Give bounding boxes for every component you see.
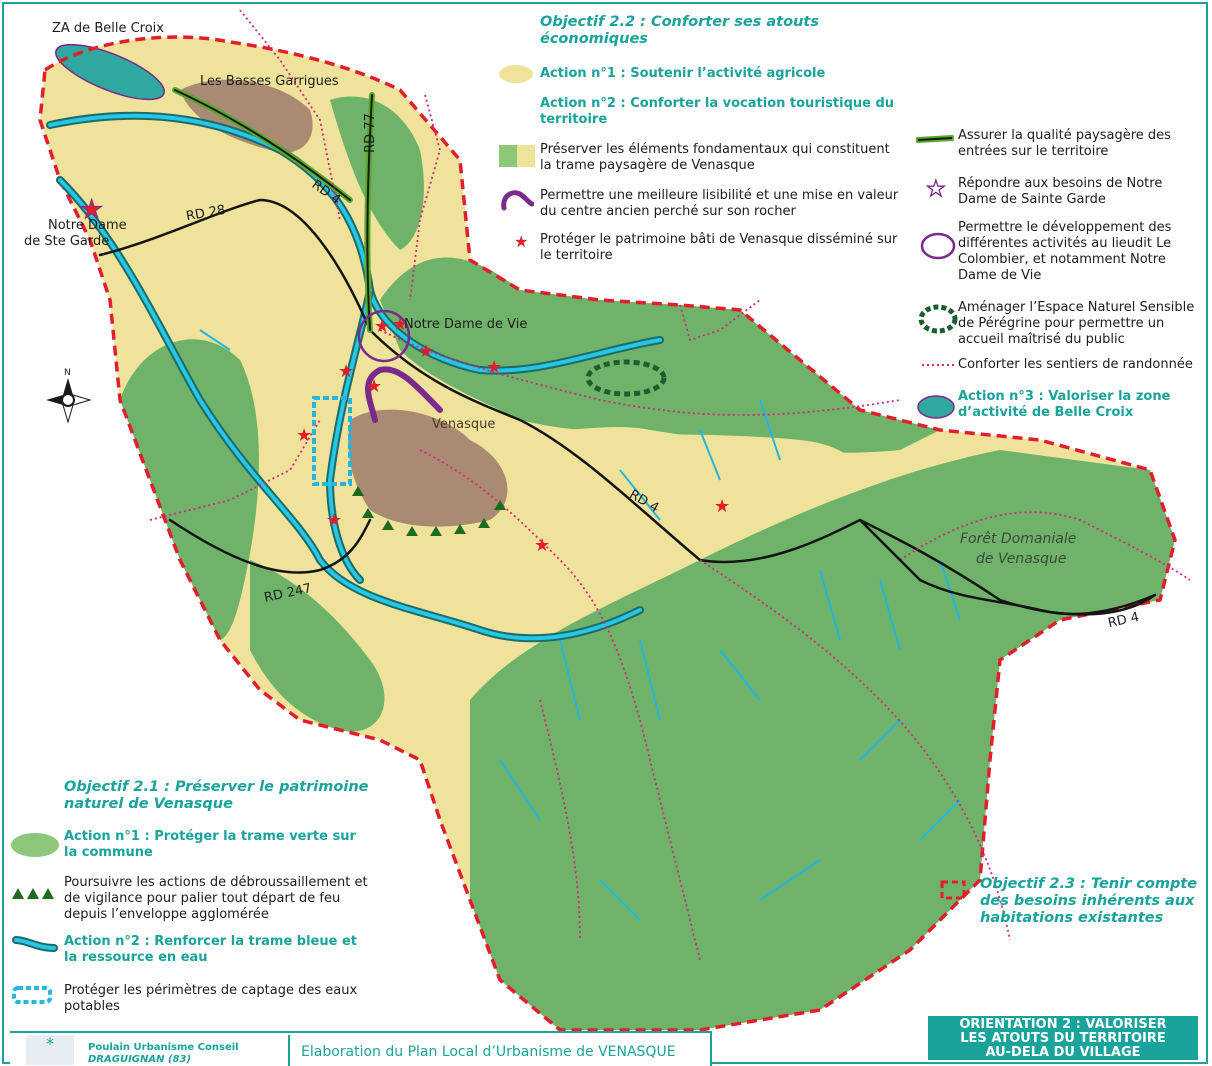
entry-lines	[172, 87, 375, 333]
brown-area-village	[348, 409, 508, 527]
objective-2-1-action2: Action n°2 : Renforcer la trame bleue et…	[64, 934, 357, 965]
hiking-trails	[149, 9, 1191, 961]
yellow-band-east	[520, 420, 855, 568]
green-area-west	[120, 339, 259, 640]
teal-ellipse-icon	[917, 395, 955, 419]
label-foret-2: de Venasque	[976, 551, 1067, 567]
legend-centre-ancien: Permettre une meilleure lisibilité et un…	[540, 188, 899, 219]
legend-trame-paysagere: Préserver les éléments fondamentaux qui …	[540, 142, 890, 173]
water-courses	[199, 329, 961, 921]
footer-separator	[288, 1035, 290, 1066]
red-dashed-square-icon	[940, 880, 966, 900]
legend-patrimoine-bati: Protéger le patrimoine bâti de Venasque …	[540, 232, 898, 263]
green-area-north	[380, 257, 940, 453]
company-name: Poulain Urbanisme Conseil	[88, 1042, 239, 1053]
compass-rose-icon	[46, 378, 92, 424]
dashed-blue-rect-icon	[12, 986, 52, 1004]
label-venasque: Venasque	[432, 417, 496, 432]
label-nd-garde-1: Notre Dame	[48, 218, 127, 233]
notre-dame-de-vie-circle	[357, 309, 411, 363]
legend-captage: Protéger les périmètres de captage des e…	[64, 983, 358, 1014]
heritage-stars: ★★ ★★ ★★ ★★ ★★	[296, 314, 730, 556]
company-location: DRAGUIGNAN (83)	[88, 1054, 192, 1065]
village-centre-hook	[365, 366, 443, 423]
objective-2-1-action1: Action n°1 : Protéger la trame verte sur…	[64, 829, 356, 860]
fire-prevention-triangles	[352, 486, 506, 536]
blue-corridor-icon	[12, 936, 58, 952]
fire-triangles-icon	[12, 888, 54, 899]
red-star-icon: ★	[514, 232, 528, 250]
svg-text:★: ★	[514, 232, 528, 250]
green-area-mid	[250, 560, 385, 732]
svg-text:★: ★	[486, 357, 502, 378]
label-basses-garrigues: Les Basses Garrigues	[200, 74, 339, 89]
objective-2-3-title: Objectif 2.3 : Tenir compte des besoins …	[980, 876, 1198, 926]
svg-text:*: *	[46, 1035, 54, 1053]
objective-2-2-action2: Action n°2 : Conforter la vocation touri…	[540, 96, 895, 127]
forest-boundary	[859, 519, 1156, 616]
svg-text:★: ★	[714, 496, 730, 517]
label-rd77: RD 77	[362, 113, 378, 153]
objective-2-2-action1: Action n°1 : Soutenir l’activité agricol…	[540, 66, 826, 81]
legend-debroussaillement: Poursuivre les actions de débroussaillem…	[64, 875, 368, 922]
green-line-icon	[916, 135, 954, 143]
credit-footer: * Poulain Urbanisme Conseil DRAGUIGNAN (…	[10, 1031, 712, 1066]
plu-title: Elaboration du Plan Local d’Urbanisme de…	[301, 1044, 676, 1060]
green-area-north-strip	[330, 96, 424, 250]
svg-text:★: ★	[374, 316, 390, 337]
svg-text:★: ★	[338, 361, 354, 382]
right-legend-action3: Action n°3 : Valoriser la zone d’activit…	[958, 389, 1171, 420]
orientation-box: ORIENTATION 2 : VALORISER LES ATOUTS DU …	[928, 1016, 1198, 1060]
peregrine-ens-zone	[585, 359, 667, 397]
svg-text:★: ★	[534, 535, 550, 556]
legend-entrees: Assurer la qualité paysagère des entrées…	[958, 128, 1171, 159]
brown-area-garrigues	[180, 79, 313, 153]
notre-dame-ste-garde-star: ★	[80, 195, 103, 225]
yellow-area-icon	[499, 65, 533, 83]
green-yellow-square-icon	[499, 145, 535, 167]
legend-peregrine: Aménager l’Espace Naturel Sensible de Pé…	[958, 300, 1195, 347]
purple-hook-icon	[501, 190, 534, 211]
green-area-south	[470, 450, 1175, 1030]
outline-star-icon: ★	[926, 176, 946, 200]
belle-croix-zone	[55, 43, 165, 101]
commune-border	[38, 35, 1177, 1032]
legend-sainte-garde: Répondre aux besoins de Notre Dame de Sa…	[958, 176, 1163, 207]
circle-outline-icon	[920, 232, 956, 260]
objective-2-1-title: Objectif 2.1 : Préserver le patrimoine n…	[64, 779, 369, 812]
label-foret-1: Forêt Domaniale	[960, 531, 1077, 547]
legend-sentiers: Conforter les sentiers de randonnée	[958, 357, 1193, 372]
svg-text:★: ★	[296, 425, 312, 446]
dotted-pink-line-icon	[922, 364, 954, 366]
svg-text:★: ★	[926, 177, 946, 200]
company-logo-icon: *	[26, 1035, 74, 1065]
legend-colombier: Permettre le développement des différent…	[958, 220, 1172, 283]
label-compass-n: N	[64, 368, 71, 378]
svg-text:★: ★	[418, 341, 434, 362]
green-area-icon	[11, 833, 59, 857]
label-za-belle-croix: ZA de Belle Croix	[52, 21, 164, 36]
dashed-green-ellipse-icon	[918, 304, 958, 334]
water-catchment-zone	[312, 396, 352, 486]
svg-text:★: ★	[366, 376, 382, 397]
objective-2-2-title: Objectif 2.2 : Conforter ses atouts écon…	[540, 14, 819, 47]
svg-text:★: ★	[392, 314, 408, 335]
svg-text:★: ★	[326, 510, 342, 531]
label-nd-vie: Notre Dame de Vie	[404, 317, 528, 332]
label-nd-garde-2: de Ste Garde	[24, 234, 110, 249]
